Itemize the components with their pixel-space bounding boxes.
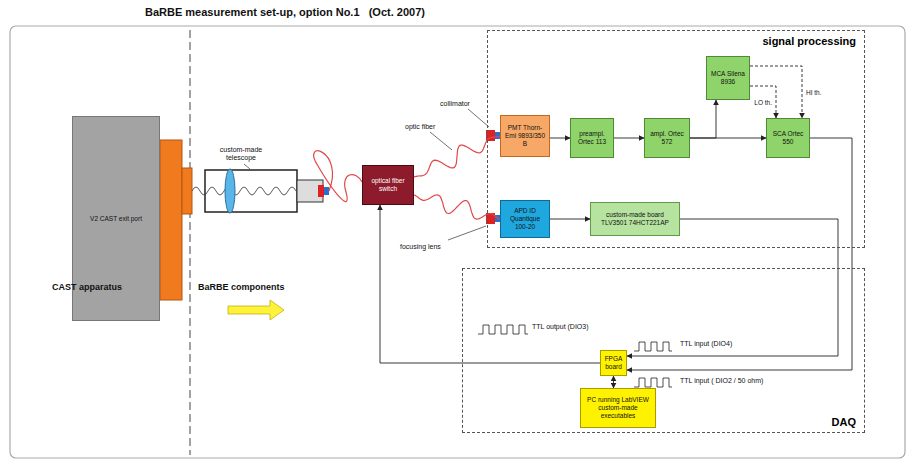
pulse-train xyxy=(634,378,672,387)
signal-connector xyxy=(550,219,590,220)
signal-connector xyxy=(550,138,570,139)
divider-line xyxy=(190,30,191,455)
pulse-train xyxy=(478,325,528,334)
annotation-label: custom-made telescope xyxy=(210,146,272,162)
annotation-label: TTL output (DIO3) xyxy=(532,323,589,331)
edge-label: LO th. xyxy=(753,99,773,106)
region-title: signal processing xyxy=(762,35,856,47)
leader-line xyxy=(468,109,489,127)
node-text: V2 CAST exit port xyxy=(90,215,142,223)
region-box: DAQ FPGA board PC running LabVIEW custom-m… xyxy=(462,268,865,433)
board-box: custom-made board TLV3501 74HCT221AP xyxy=(590,202,680,236)
switch-box: optical fiber switch xyxy=(362,165,414,205)
annotation-label: TTL input ( DIO2 / 50 ohm) xyxy=(680,377,763,385)
lens xyxy=(225,169,235,213)
signal-connector xyxy=(750,66,802,118)
fiber-connector-end xyxy=(324,187,329,195)
label-slot: BaRBE components xyxy=(198,282,285,292)
node-text: SCA Ortec 550 xyxy=(769,130,807,146)
frame xyxy=(10,26,905,458)
process-box: preampl. Ortec 113 xyxy=(570,118,614,158)
signal-connector xyxy=(690,100,716,138)
node-text: MCA Silena 8936 xyxy=(709,70,747,86)
edge-label-slot: LO th. xyxy=(753,99,773,106)
flange xyxy=(160,140,182,300)
annotation-label: CAST apparatus xyxy=(52,282,122,292)
label-slot: CAST apparatus xyxy=(52,282,122,292)
edge-label-slot: HI th. xyxy=(805,89,823,96)
label-slot: custom-made telescope xyxy=(210,146,272,162)
label-slot: TTL input (DIO4) xyxy=(680,340,732,348)
pc-box: PC running LabVIEW custom-made executabl… xyxy=(580,388,656,428)
edge-label: HI th. xyxy=(805,89,823,96)
fiber-connector-end xyxy=(318,185,324,197)
signal-connector xyxy=(750,86,776,118)
signal-connector xyxy=(380,205,600,363)
signal-connector xyxy=(614,138,644,139)
pulse-train xyxy=(634,342,672,351)
node-text: FPGA board xyxy=(603,355,624,371)
annotation-label: optic fiber xyxy=(405,123,435,131)
optic-fiber xyxy=(314,151,362,202)
title-slot: BaRBE measurement set-up, option No.1 (O… xyxy=(145,6,425,18)
direction-arrow xyxy=(228,300,284,320)
node-text: PC running LabVIEW custom-made executabl… xyxy=(583,396,653,419)
leader-line xyxy=(448,226,486,240)
signal-connector xyxy=(627,219,838,356)
label-slot: collimator xyxy=(440,100,470,108)
node-text: APD ID Quantique 100-20 xyxy=(503,207,547,230)
fpga-box: FPGA board xyxy=(600,350,627,376)
diagram-title: BaRBE measurement set-up, option No.1 (O… xyxy=(145,6,425,18)
process-box: ampl. Ortec 572 xyxy=(644,118,690,158)
annotation-label: focusing lens xyxy=(400,243,441,251)
label-slot: TTL output (DIO3) xyxy=(532,323,589,331)
annotation-label: collimator xyxy=(440,100,470,108)
process-box: MCA Silena 8936 xyxy=(706,56,750,100)
region-box: signal processingMCA Silena 8936PMT Thor… xyxy=(487,30,865,248)
fiber-holder xyxy=(297,180,323,202)
annotation-label: BaRBE components xyxy=(198,282,285,292)
flange xyxy=(182,168,192,214)
annotation-label: TTL input (DIO4) xyxy=(680,340,732,348)
label-slot: TTL input ( DIO2 / 50 ohm) xyxy=(680,377,763,385)
leader-line xyxy=(430,132,452,150)
label-slot: optic fiber xyxy=(405,123,435,131)
telescope-tube xyxy=(205,170,297,212)
node-text: custom-made board TLV3501 74HCT221AP xyxy=(593,211,677,227)
signal-connector xyxy=(627,138,852,370)
region-title: DAQ xyxy=(832,416,856,428)
node-text: preampl. Ortec 113 xyxy=(573,130,611,146)
process-box: SCA Ortec 550 xyxy=(766,118,810,158)
leader-line xyxy=(244,164,250,169)
label-slot: focusing lens xyxy=(400,243,441,251)
signal-connector xyxy=(613,376,614,388)
spring-coil xyxy=(192,187,296,195)
detector-box: APD ID Quantique 100-20 xyxy=(500,200,550,238)
detector-box: PMT Thorn-Emi 9893/350 B xyxy=(500,115,550,157)
node-text: PMT Thorn-Emi 9893/350 B xyxy=(503,124,547,147)
node-text: ampl. Ortec 572 xyxy=(647,130,687,146)
node-text: optical fiber switch xyxy=(365,177,411,193)
